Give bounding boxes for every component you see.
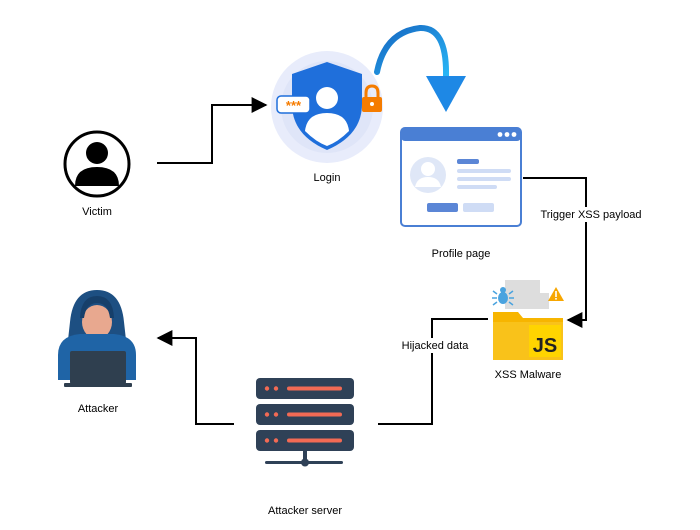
malware-label: XSS Malware [495, 369, 562, 381]
server-label: Attacker server [268, 505, 342, 517]
malware-node: JS XSS Malware [492, 280, 564, 381]
server-rack-icon [256, 378, 354, 467]
edge-label-hijacked-data: Hijacked data [402, 340, 470, 352]
password-mask-text: *** [286, 98, 302, 113]
js-badge-text: JS [533, 335, 557, 357]
js-folder-bug-icon: JS [492, 280, 564, 360]
edge-malware-to-server [378, 318, 488, 425]
bug-icon [492, 287, 514, 306]
warning-icon [548, 287, 564, 301]
profile-node: Profile page [400, 127, 522, 260]
server-node: Attacker server [256, 378, 354, 517]
attacker-label: Attacker [78, 403, 119, 415]
attacker-node: Attacker [58, 290, 136, 415]
user-avatar-icon [63, 130, 131, 198]
edge-label-trigger-xss: Trigger XSS payload [540, 209, 641, 221]
shield-user-lock-icon: *** [271, 51, 383, 163]
login-node: *** Login [271, 51, 383, 184]
edge-profile-to-malware [523, 177, 587, 328]
padlock-icon [362, 84, 382, 112]
edge-server-to-attacker [156, 330, 234, 425]
curved-blue-arrow-icon [374, 25, 466, 112]
profile-label: Profile page [432, 248, 491, 260]
login-label: Login [314, 172, 341, 184]
browser-profile-card-icon [400, 127, 522, 227]
victim-label: Victim [82, 206, 112, 218]
victim-node: Victim [63, 130, 131, 218]
hooded-hacker-laptop-icon [58, 290, 136, 387]
edge-victim-to-login [157, 97, 268, 164]
